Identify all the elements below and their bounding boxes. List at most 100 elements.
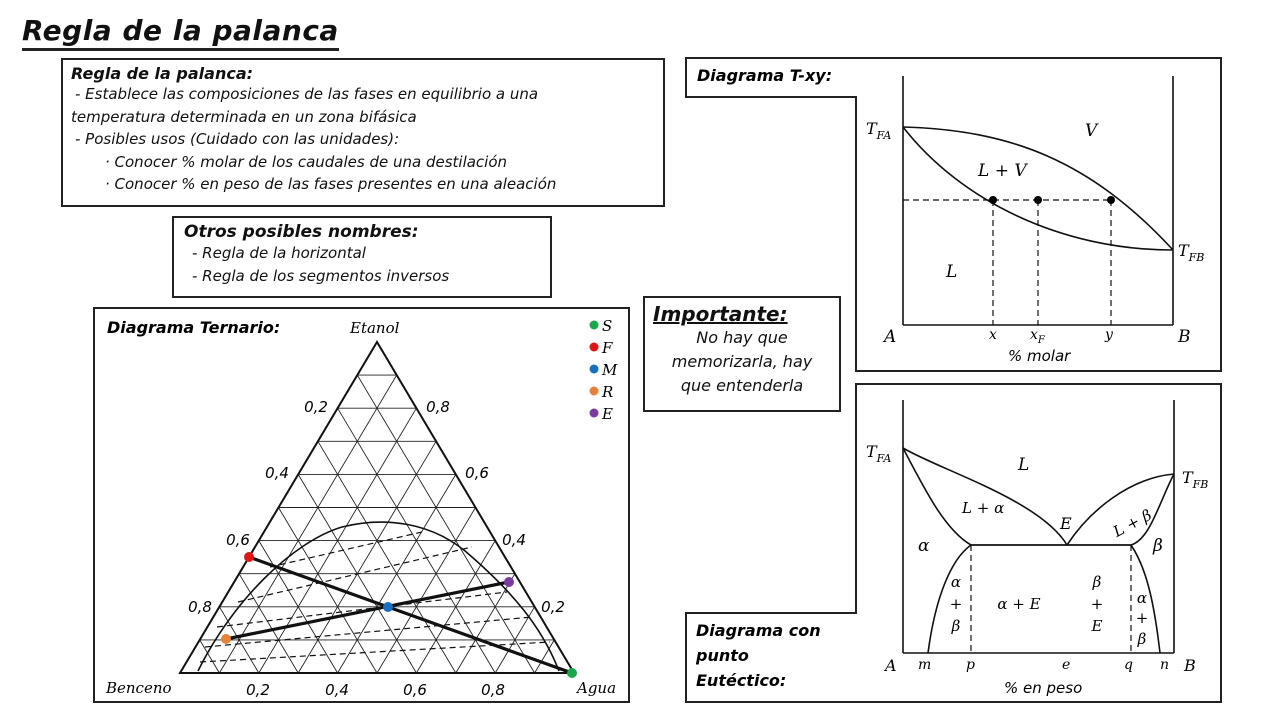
ternary-heading: Diagrama Ternario: — [107, 318, 280, 337]
ternary-grid-line — [278, 507, 378, 674]
ternary-legend: S F M R E — [589, 317, 618, 423]
txy-tfb-label: TFB — [1178, 241, 1204, 264]
txy-v-label: V — [1085, 121, 1099, 141]
ternary-box: Diagrama Ternario: Etanol Benceno Agua 0… — [93, 307, 630, 703]
eut-e-tick: e — [1062, 657, 1070, 673]
eut-heading-1: Diagrama con — [696, 621, 821, 640]
other-names-item-2: - Regla de los segmentos inversos — [192, 266, 450, 285]
txy-point-xf — [1034, 196, 1042, 204]
eut-ab2-1: α — [1137, 589, 1147, 607]
important-line-1: No hay que — [696, 328, 788, 347]
legend-label-r: R — [601, 383, 613, 401]
eut-e-label: E — [1059, 514, 1072, 533]
important-line-3: que entenderla — [680, 376, 804, 395]
lever-rule-line-2: temperatura determinada en un zona bifás… — [71, 107, 417, 126]
left-tick-3: 0,6 — [226, 531, 250, 549]
ternary-top-label: Etanol — [349, 319, 400, 337]
eut-ab2-3: β — [1137, 630, 1147, 648]
bottom-tick-1: 0,2 — [246, 681, 270, 699]
ternary-grid-line — [258, 540, 338, 674]
eut-heading-3: Eutéctico: — [696, 671, 786, 690]
txy-y-tick: y — [1104, 327, 1114, 343]
legend-dot-s — [589, 320, 599, 330]
left-tick-2: 0,4 — [265, 464, 289, 482]
point-f — [244, 552, 254, 562]
eut-a-label: A — [883, 656, 897, 675]
ternary-grid-line — [219, 374, 398, 674]
ternary-grid — [199, 374, 555, 674]
eut-l-label: L — [1017, 455, 1029, 475]
ternary-grid-line — [219, 606, 260, 674]
eut-lb-label: L + β — [1109, 506, 1155, 542]
eut-axis-label: % en peso — [1004, 679, 1082, 697]
solvus-right — [1130, 544, 1161, 654]
left-tick-1: 0,2 — [304, 398, 328, 416]
eutectic-frame — [685, 383, 1222, 703]
txy-lv-label: L + V — [977, 161, 1028, 181]
txy-l-label: L — [945, 262, 957, 282]
right-tick-3: 0,4 — [502, 531, 526, 549]
legend-dot-r — [589, 386, 599, 396]
bottom-tick-4: 0,8 — [481, 681, 505, 699]
legend-label-m: M — [601, 361, 618, 379]
eut-be-2: + — [1091, 595, 1104, 613]
eut-tfa-label: TFA — [866, 442, 891, 465]
other-names-heading: Otros posibles nombres: — [184, 222, 419, 242]
ternary-grid-line — [376, 507, 476, 674]
eut-n-tick: n — [1160, 657, 1169, 673]
eut-m-tick: m — [918, 657, 931, 673]
line-f-s — [248, 555, 573, 675]
txy-xf-tick: xF — [1030, 327, 1046, 346]
bottom-tick-3: 0,6 — [403, 681, 427, 699]
ternary-right-label: Agua — [575, 679, 616, 697]
point-m — [383, 602, 393, 612]
ternary-grid-line — [416, 540, 496, 674]
liquidus-right — [1066, 473, 1175, 546]
ternary-grid-line — [199, 639, 220, 674]
eut-q-tick: q — [1124, 657, 1133, 673]
legend-label-e: E — [601, 405, 613, 423]
point-r — [221, 634, 231, 644]
txy-b-label: B — [1177, 327, 1191, 347]
eut-la-label: L + α — [961, 499, 1004, 517]
legend-dot-m — [589, 364, 599, 374]
ternary-grid-line — [534, 639, 555, 674]
eut-tfb-label: TFB — [1182, 468, 1208, 491]
ternary-grid-line — [455, 573, 516, 674]
other-names-box: Otros posibles nombres: - Regla de la ho… — [172, 216, 552, 298]
legend-dot-e — [589, 408, 599, 418]
eut-ab2-2: + — [1136, 609, 1149, 627]
dew-curve — [902, 126, 1174, 251]
eut-ab1-3: β — [951, 617, 961, 635]
txy-axis-label: % molar — [1008, 347, 1071, 365]
page-title: Regla de la palanca — [22, 14, 339, 51]
solvus-left — [927, 544, 972, 654]
lever-rule-box: Regla de la palanca: - Establece las com… — [61, 58, 665, 207]
solidus-left — [902, 447, 972, 546]
txy-point-x — [989, 196, 997, 204]
txy-x-tick: x — [989, 327, 997, 343]
lever-rule-line-5: · Conocer % en peso de las fases present… — [105, 175, 557, 193]
bubble-curve — [902, 126, 1174, 251]
right-tick-1: 0,8 — [426, 398, 450, 416]
legend-label-f: F — [601, 339, 613, 357]
eut-alpha-label: α — [918, 536, 930, 556]
ternary-diagram: Diagrama Ternario: Etanol Benceno Agua 0… — [105, 317, 618, 699]
binodal-curve — [197, 521, 560, 672]
txy-a-label: A — [882, 327, 896, 347]
eut-ae-label: α + E — [997, 595, 1040, 613]
eut-beta-label: β — [1152, 536, 1163, 556]
right-tick-4: 0,2 — [541, 598, 565, 616]
ternary-grid-line — [317, 441, 457, 674]
solidus-right — [1130, 473, 1175, 546]
important-heading: Importante: — [653, 302, 788, 326]
eut-ab1-1: α — [951, 573, 961, 591]
txy-tfa-label: TFA — [866, 119, 891, 142]
other-names-item-1: - Regla de la horizontal — [192, 244, 366, 262]
ternary-grid-line — [356, 374, 535, 674]
lever-rule-line-1: - Establece las composiciones de las fas… — [75, 85, 539, 103]
txy-point-y — [1107, 196, 1115, 204]
legend-dot-f — [589, 342, 599, 352]
eut-heading-2: punto — [695, 646, 749, 665]
liquidus-left — [902, 447, 1068, 546]
